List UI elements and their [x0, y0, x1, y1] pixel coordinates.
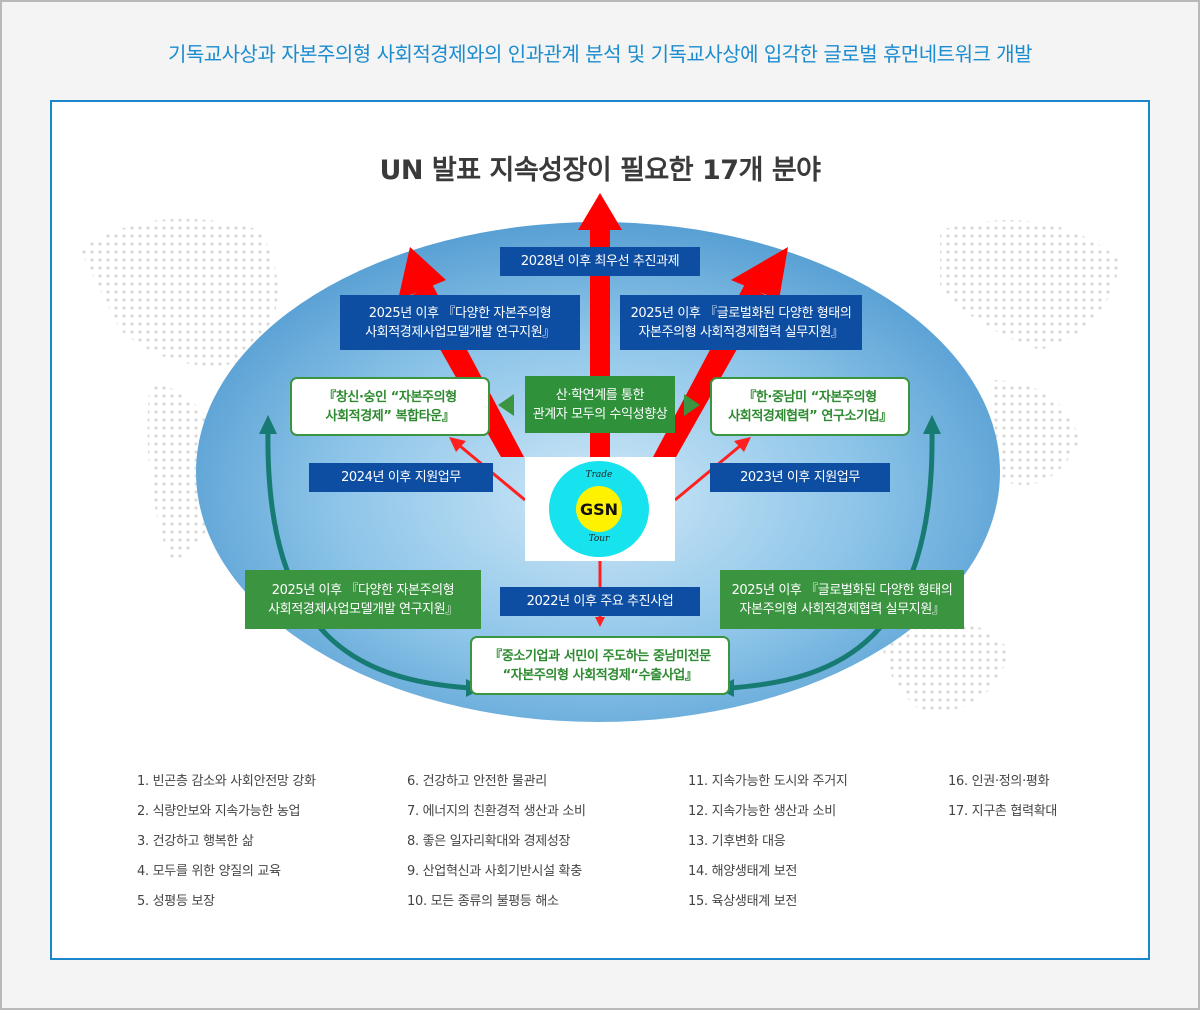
main-2022-box: 2022년 이후 주요 추진사업 [500, 587, 700, 616]
goal-item: 14. 해양생태계 보전 [688, 864, 798, 879]
goal-item: 16. 인권·정의·평화 [948, 774, 1050, 789]
research-company-box: 『한·중남미 “자본주의형 사회적경제협력” 연구소기업』 [710, 377, 910, 436]
goal-item: 13. 기후변화 대응 [688, 834, 786, 849]
cycle-arrows [265, 429, 935, 691]
goal-item: 15. 육상생태계 보전 [688, 894, 798, 909]
goal-item: 7. 에너지의 친환경적 생산과 소비 [407, 804, 586, 819]
world-map-background [80, 218, 1120, 712]
goal-item: 2. 식량안보와 지속가능한 농업 [137, 804, 301, 819]
logo-center-text: GSN [576, 486, 622, 532]
upper-right-practice-box: 2025년 이후 『글로벌화된 다양한 형태의 자본주의형 사회적경제협력 실무… [620, 295, 862, 350]
page-title: 기독교사상과 자본주의형 사회적경제와의 인과관계 분석 및 기독교사상에 입각… [167, 42, 1033, 66]
logo-circle: Trade GSN Tour [549, 461, 649, 557]
upper-left-research-box: 2025년 이후 『다양한 자본주의형 사회적경제사업모델개발 연구지원』 [340, 295, 580, 350]
goal-item: 11. 지속가능한 도시와 주거지 [688, 774, 848, 789]
goal-item: 10. 모든 종류의 불평등 해소 [407, 894, 559, 909]
goal-item: 12. 지속가능한 생산과 소비 [688, 804, 836, 819]
top-priority-box: 2028년 이후 최우선 추진과제 [500, 247, 700, 276]
logo-connector-arrows [449, 437, 751, 627]
gsn-logo: Trade GSN Tour [525, 457, 675, 561]
complex-town-box: 『창신·숭인 “자본주의형 사회적경제” 복합타운』 [290, 377, 490, 436]
support-2024-box: 2024년 이후 지원업무 [309, 463, 493, 492]
goal-item: 3. 건강하고 행복한 삶 [137, 834, 254, 849]
lower-right-practice-box: 2025년 이후 『글로벌화된 다양한 형태의 자본주의형 사회적경제협력 실무… [720, 570, 964, 629]
goal-item: 1. 빈곤층 감소와 사회안전망 강화 [137, 774, 316, 789]
goal-item: 9. 산업혁신과 사회기반시설 확충 [407, 864, 582, 879]
center-double-arrow [498, 394, 700, 416]
support-2023-box: 2023년 이후 지원업무 [710, 463, 890, 492]
goal-item: 4. 모두를 위한 양질의 교육 [137, 864, 281, 879]
goal-item: 8. 좋은 일자리확대와 경제성장 [407, 834, 571, 849]
logo-top-text: Trade [585, 470, 613, 480]
logo-bottom-text: Tour [588, 534, 610, 544]
goal-item: 17. 지구촌 협력확대 [948, 804, 1058, 819]
export-business-box: 『중소기업과 서민이 주도하는 중남미전문 “자본주의형 사회적경제“수출사업』 [470, 636, 730, 695]
goal-item: 5. 성평등 보장 [137, 894, 215, 909]
industry-academia-box: 산·학연계를 통한 관계자 모두의 수익성향상 [525, 376, 675, 433]
diagram-title: UN 발표 지속성장이 필요한 17개 분야 [379, 155, 821, 186]
goal-item: 6. 건강하고 안전한 물관리 [407, 774, 547, 789]
lower-left-research-box: 2025년 이후 『다양한 자본주의형 사회적경제사업모델개발 연구지원』 [245, 570, 481, 629]
